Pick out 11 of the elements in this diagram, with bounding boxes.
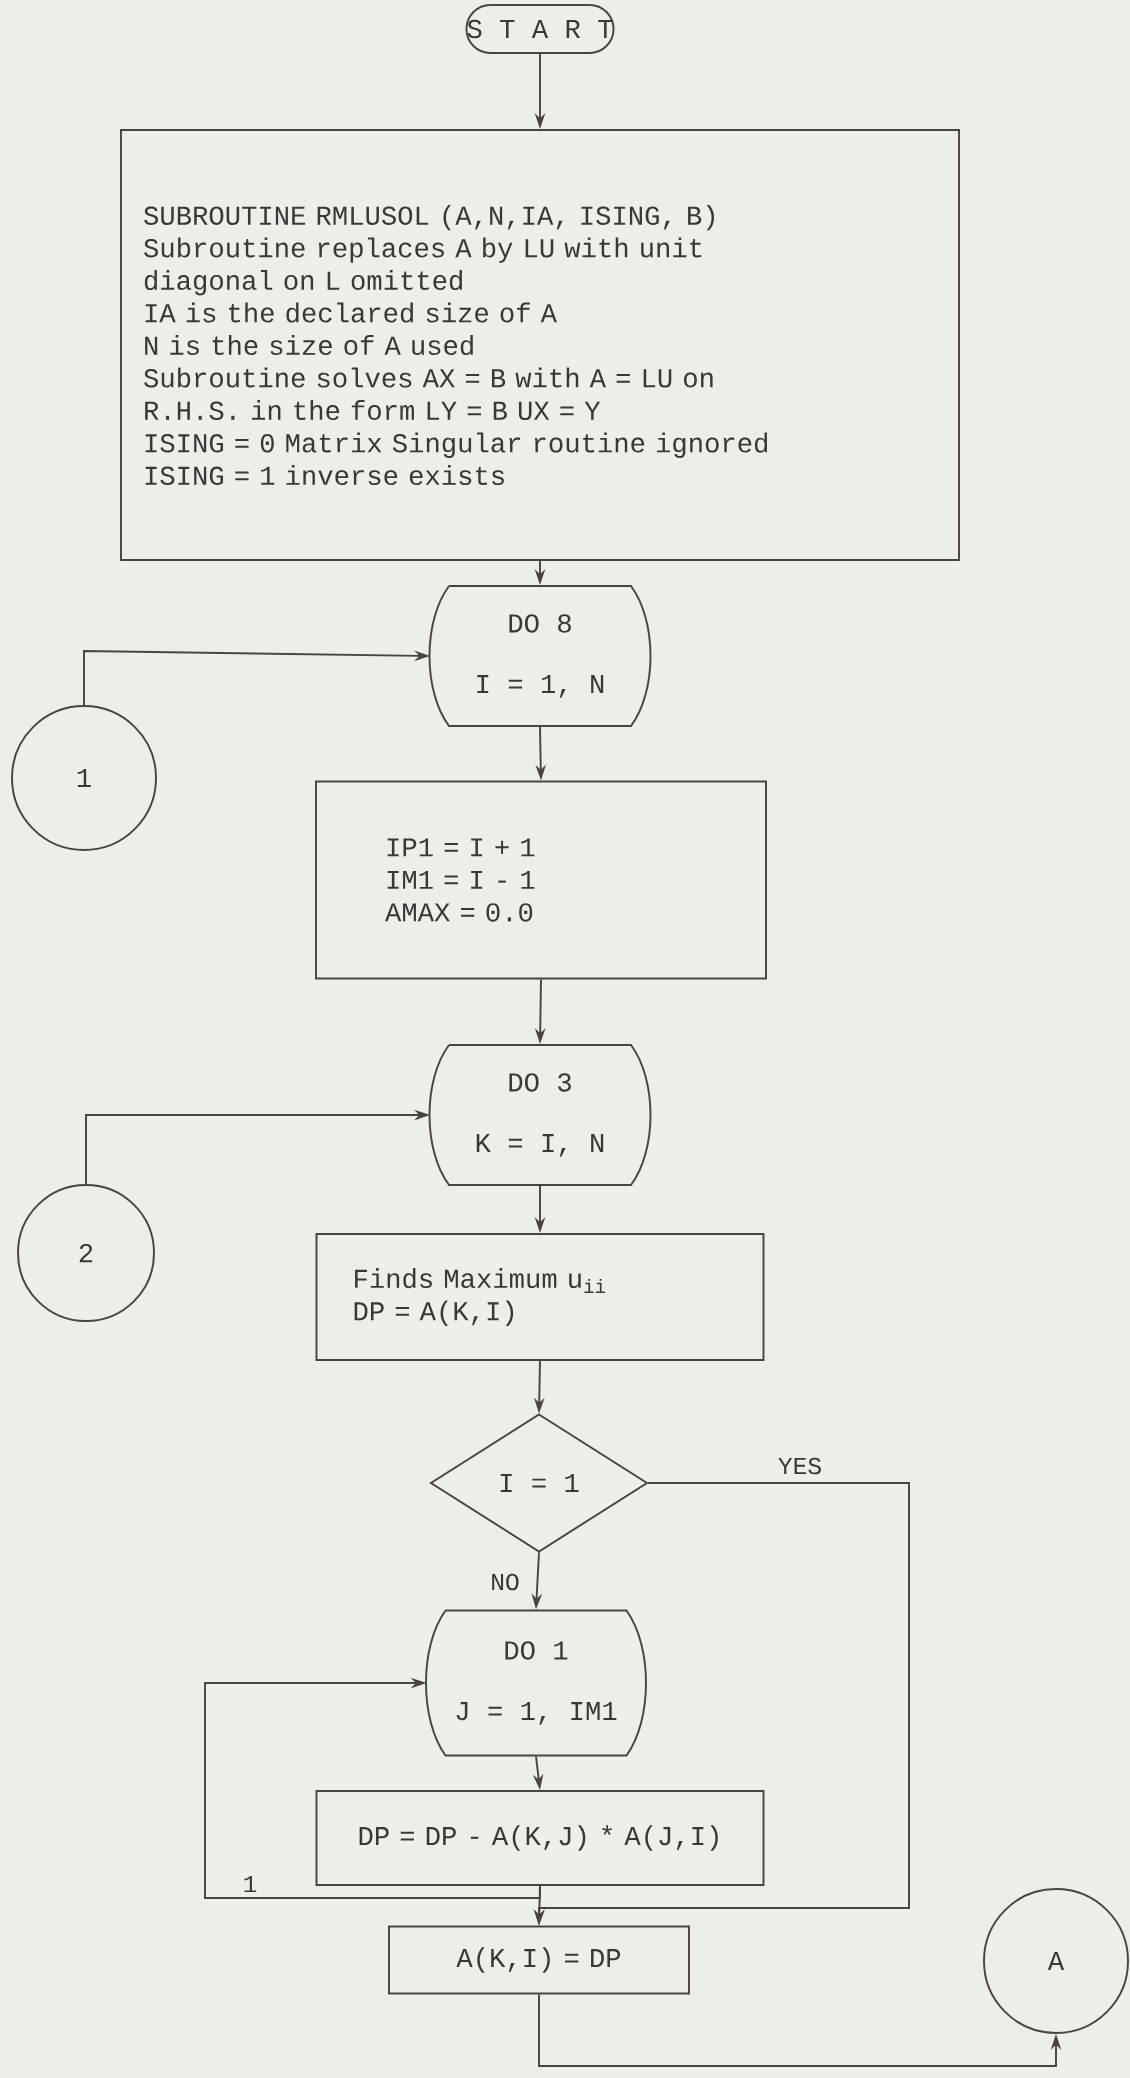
process-box: SUBROUTINE RMLUSOL (A,N,IA, ISING, B) Subroutine replaces A by LU with unit diagonal on L omitted IA is the declared size of A N is the size of A used Subroutine solves AX = B with A = LU on R.H.S. in the form LY = B UX = Y ISING = 0 Matrix Singular routine ignored ISING = 1 inverse exists (120, 129, 960, 561)
process-box: DP = DP - A(K,J) * A(J,I) (315, 1790, 765, 1886)
process-box: A(K,I) = DP (388, 1925, 690, 1995)
process-box: Finds Maximum u$_{ii}$ DP = A(K,I) (315, 1233, 765, 1361)
loop-box: DO 3 K = I, N (428, 1044, 652, 1186)
edge-label: NO (488, 1571, 522, 1593)
loop-box: DO 8 I = 1, N (428, 585, 652, 727)
edge-label: YES (776, 1455, 824, 1477)
loop-box: DO 1 J = 1, IM1 (425, 1609, 647, 1757)
arrow (204, 1677, 541, 1899)
process-box: IP1 = I + 1 IM1 = I - 1 AMAX = 0.0 (315, 780, 767, 980)
